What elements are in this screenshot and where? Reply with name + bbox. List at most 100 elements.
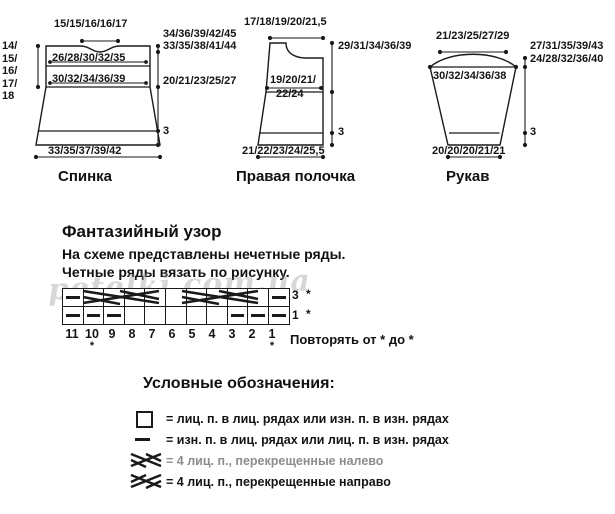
chart-cell-r1-c10 <box>82 306 105 325</box>
chart-cell-r3-c8 <box>123 288 146 307</box>
chart-cell-r3-c10 <box>82 288 105 307</box>
back-right-top-label-a: 34/36/39/42/45 <box>163 28 237 40</box>
right-front-top-width-label: 17/18/19/20/21,5 <box>244 16 327 28</box>
chart-cell-r1-c6 <box>164 306 187 325</box>
chart-colstar-10: * <box>89 340 95 352</box>
back-inner-upper-label: 26/28/30/32/35 <box>52 52 126 64</box>
chart-colnum-7: 7 <box>148 327 156 341</box>
cross-left-icon <box>128 450 164 471</box>
sleeve-hem-label: 3 <box>530 126 537 138</box>
back-top-width-label: 15/15/16/16/17 <box>54 18 128 30</box>
chart-colnum-11: 11 <box>65 327 79 341</box>
legend-item-knit-label: = лиц. п. в лиц. рядах или изн. п. в изн… <box>166 411 449 426</box>
chart-row-label-1: 1 <box>292 308 299 322</box>
chart-colnum-5: 5 <box>188 327 196 341</box>
chart-row-star-3: * <box>306 287 311 301</box>
chart-colnum-8: 8 <box>128 327 136 341</box>
schematic-sleeve: 21/23/25/27/29 30/32/34/36/38 27/31/35/3… <box>418 0 615 195</box>
legend-item-purl-label: = изн. п. в лиц. рядах или лиц. п. в изн… <box>166 432 449 447</box>
purl-symbol <box>271 313 286 318</box>
legend-heading: Условные обозначения: <box>143 375 335 392</box>
chart-cell-r1-c3 <box>226 306 249 325</box>
legend-item-purl: = изн. п. в лиц. рядах или лиц. п. в изн… <box>128 429 449 450</box>
sleeve-right-top-label-a: 27/31/35/39/43 <box>530 40 604 52</box>
chart-row-star-1: * <box>306 307 311 321</box>
sleeve-caption: Рукав <box>446 168 490 185</box>
chart-cell-r3-c4 <box>206 288 228 307</box>
right-front-right-mid-label: 29/31/34/36/39 <box>338 40 412 52</box>
chart-cell-r1-c8 <box>123 306 146 325</box>
legend-item-knit: = лиц. п. в лиц. рядах или изн. п. в изн… <box>128 408 449 429</box>
legend-item-cross-right: = 4 лиц. п., перекрещенные направо <box>128 471 449 492</box>
right-front-hem-label: 3 <box>338 126 345 138</box>
back-bottom-label: 33/35/37/39/42 <box>48 145 122 157</box>
purl-symbol <box>251 313 265 318</box>
chart-cell-r1-c7 <box>144 306 166 325</box>
pattern-note-line-1: На схеме представлены нечетные ряды. <box>62 246 346 262</box>
chart-cell-r1-c9 <box>103 306 125 325</box>
purl-symbol <box>230 313 245 318</box>
chart-cell-r1-c5 <box>185 306 208 325</box>
right-front-caption: Правая полочка <box>236 168 356 185</box>
cross-right-icon <box>128 471 164 492</box>
back-right-mid-label: 20/21/23/25/27 <box>163 75 237 87</box>
schematic-right-front: 17/18/19/20/21,5 19/20/21/ 22/24 29/31/3… <box>228 0 418 195</box>
right-front-inner-label-a: 19/20/21/ <box>270 74 316 86</box>
chart-colnum-1: 1 <box>268 327 276 341</box>
purl-symbol <box>107 313 121 318</box>
back-right-hem-label: 3 <box>163 125 170 137</box>
legend-item-cross-left: = 4 лиц. п., перекрещенные налево <box>128 450 449 471</box>
chart-row-label-3: 3 <box>292 288 299 302</box>
pattern-chart: 3 * 1 * <box>62 288 311 325</box>
back-inner-lower-label: 30/32/34/36/39 <box>52 73 126 85</box>
chart-cell-r1-c4 <box>206 306 228 325</box>
pattern-heading: Фантазийный узор <box>62 222 222 241</box>
chart-colnum-3: 3 <box>228 327 236 341</box>
chart-cell-r3-c9 <box>103 288 125 307</box>
empty-box-icon <box>128 408 164 429</box>
back-left-label: 14/ 15/ 16/ 17/ 18 <box>2 40 18 102</box>
chart-cell-r1-c11 <box>62 306 84 325</box>
chart-row-1 <box>62 306 290 325</box>
sleeve-right-top-label-b: 24/28/32/36/40 <box>530 53 604 65</box>
schematic-back: 15/15/16/16/17 14/ 15/ 16/ 17/ 18 26/28/… <box>0 0 236 195</box>
legend-list: = лиц. п. в лиц. рядах или изн. п. в изн… <box>128 408 449 492</box>
chart-cell-r1-c2 <box>247 306 269 325</box>
chart-row-3 <box>62 288 290 307</box>
chart-colnum-9: 9 <box>108 327 116 341</box>
repeat-note: Повторять от * до * <box>290 332 414 347</box>
chart-cell-r1-c1 <box>267 306 290 325</box>
chart-cell-r3-c11 <box>62 288 84 307</box>
sleeve-inner-label: 30/32/34/36/38 <box>433 70 507 82</box>
chart-cell-r3-c7 <box>144 288 166 307</box>
schematic-back-drawing <box>33 38 163 160</box>
chart-colnum-6: 6 <box>168 327 176 341</box>
legend-item-cross-left-label: = 4 лиц. п., перекрещенные налево <box>166 453 384 468</box>
chart-cell-r3-c6 <box>164 288 187 307</box>
purl-symbol <box>86 313 101 318</box>
legend-item-cross-right-label: = 4 лиц. п., перекрещенные направо <box>166 474 391 489</box>
chart-cell-r3-c1 <box>267 288 290 307</box>
chart-cell-r3-c3 <box>226 288 249 307</box>
chart-cell-r3-c2 <box>247 288 269 307</box>
chart-colnum-4: 4 <box>208 327 216 341</box>
purl-symbol <box>66 295 80 300</box>
chart-cell-r3-c5 <box>185 288 208 307</box>
pattern-chart-grid <box>62 288 290 325</box>
purl-symbol <box>66 313 80 318</box>
sleeve-bottom-label: 20/20/20/21/21 <box>432 145 506 157</box>
dash-icon <box>128 429 164 450</box>
pattern-note-line-2: Четные ряды вязать по рисунку. <box>62 264 290 280</box>
schematic-right-front-drawing <box>255 35 335 160</box>
chart-colstar-1: * <box>269 340 275 352</box>
back-right-top-label-b: 33/35/38/41/44 <box>163 40 237 52</box>
chart-colnum-2: 2 <box>248 327 256 341</box>
chart-colnum-10: 10 <box>85 327 99 341</box>
chart-column-numbers: 11 10 9 8 7 6 5 4 3 2 1 * * <box>62 327 284 352</box>
purl-symbol <box>271 295 286 300</box>
right-front-bottom-label: 21/22/23/24/25,5 <box>242 145 325 157</box>
right-front-inner-label-b: 22/24 <box>276 88 304 100</box>
schematic-sleeve-drawing <box>427 49 528 160</box>
back-caption: Спинка <box>58 168 113 185</box>
